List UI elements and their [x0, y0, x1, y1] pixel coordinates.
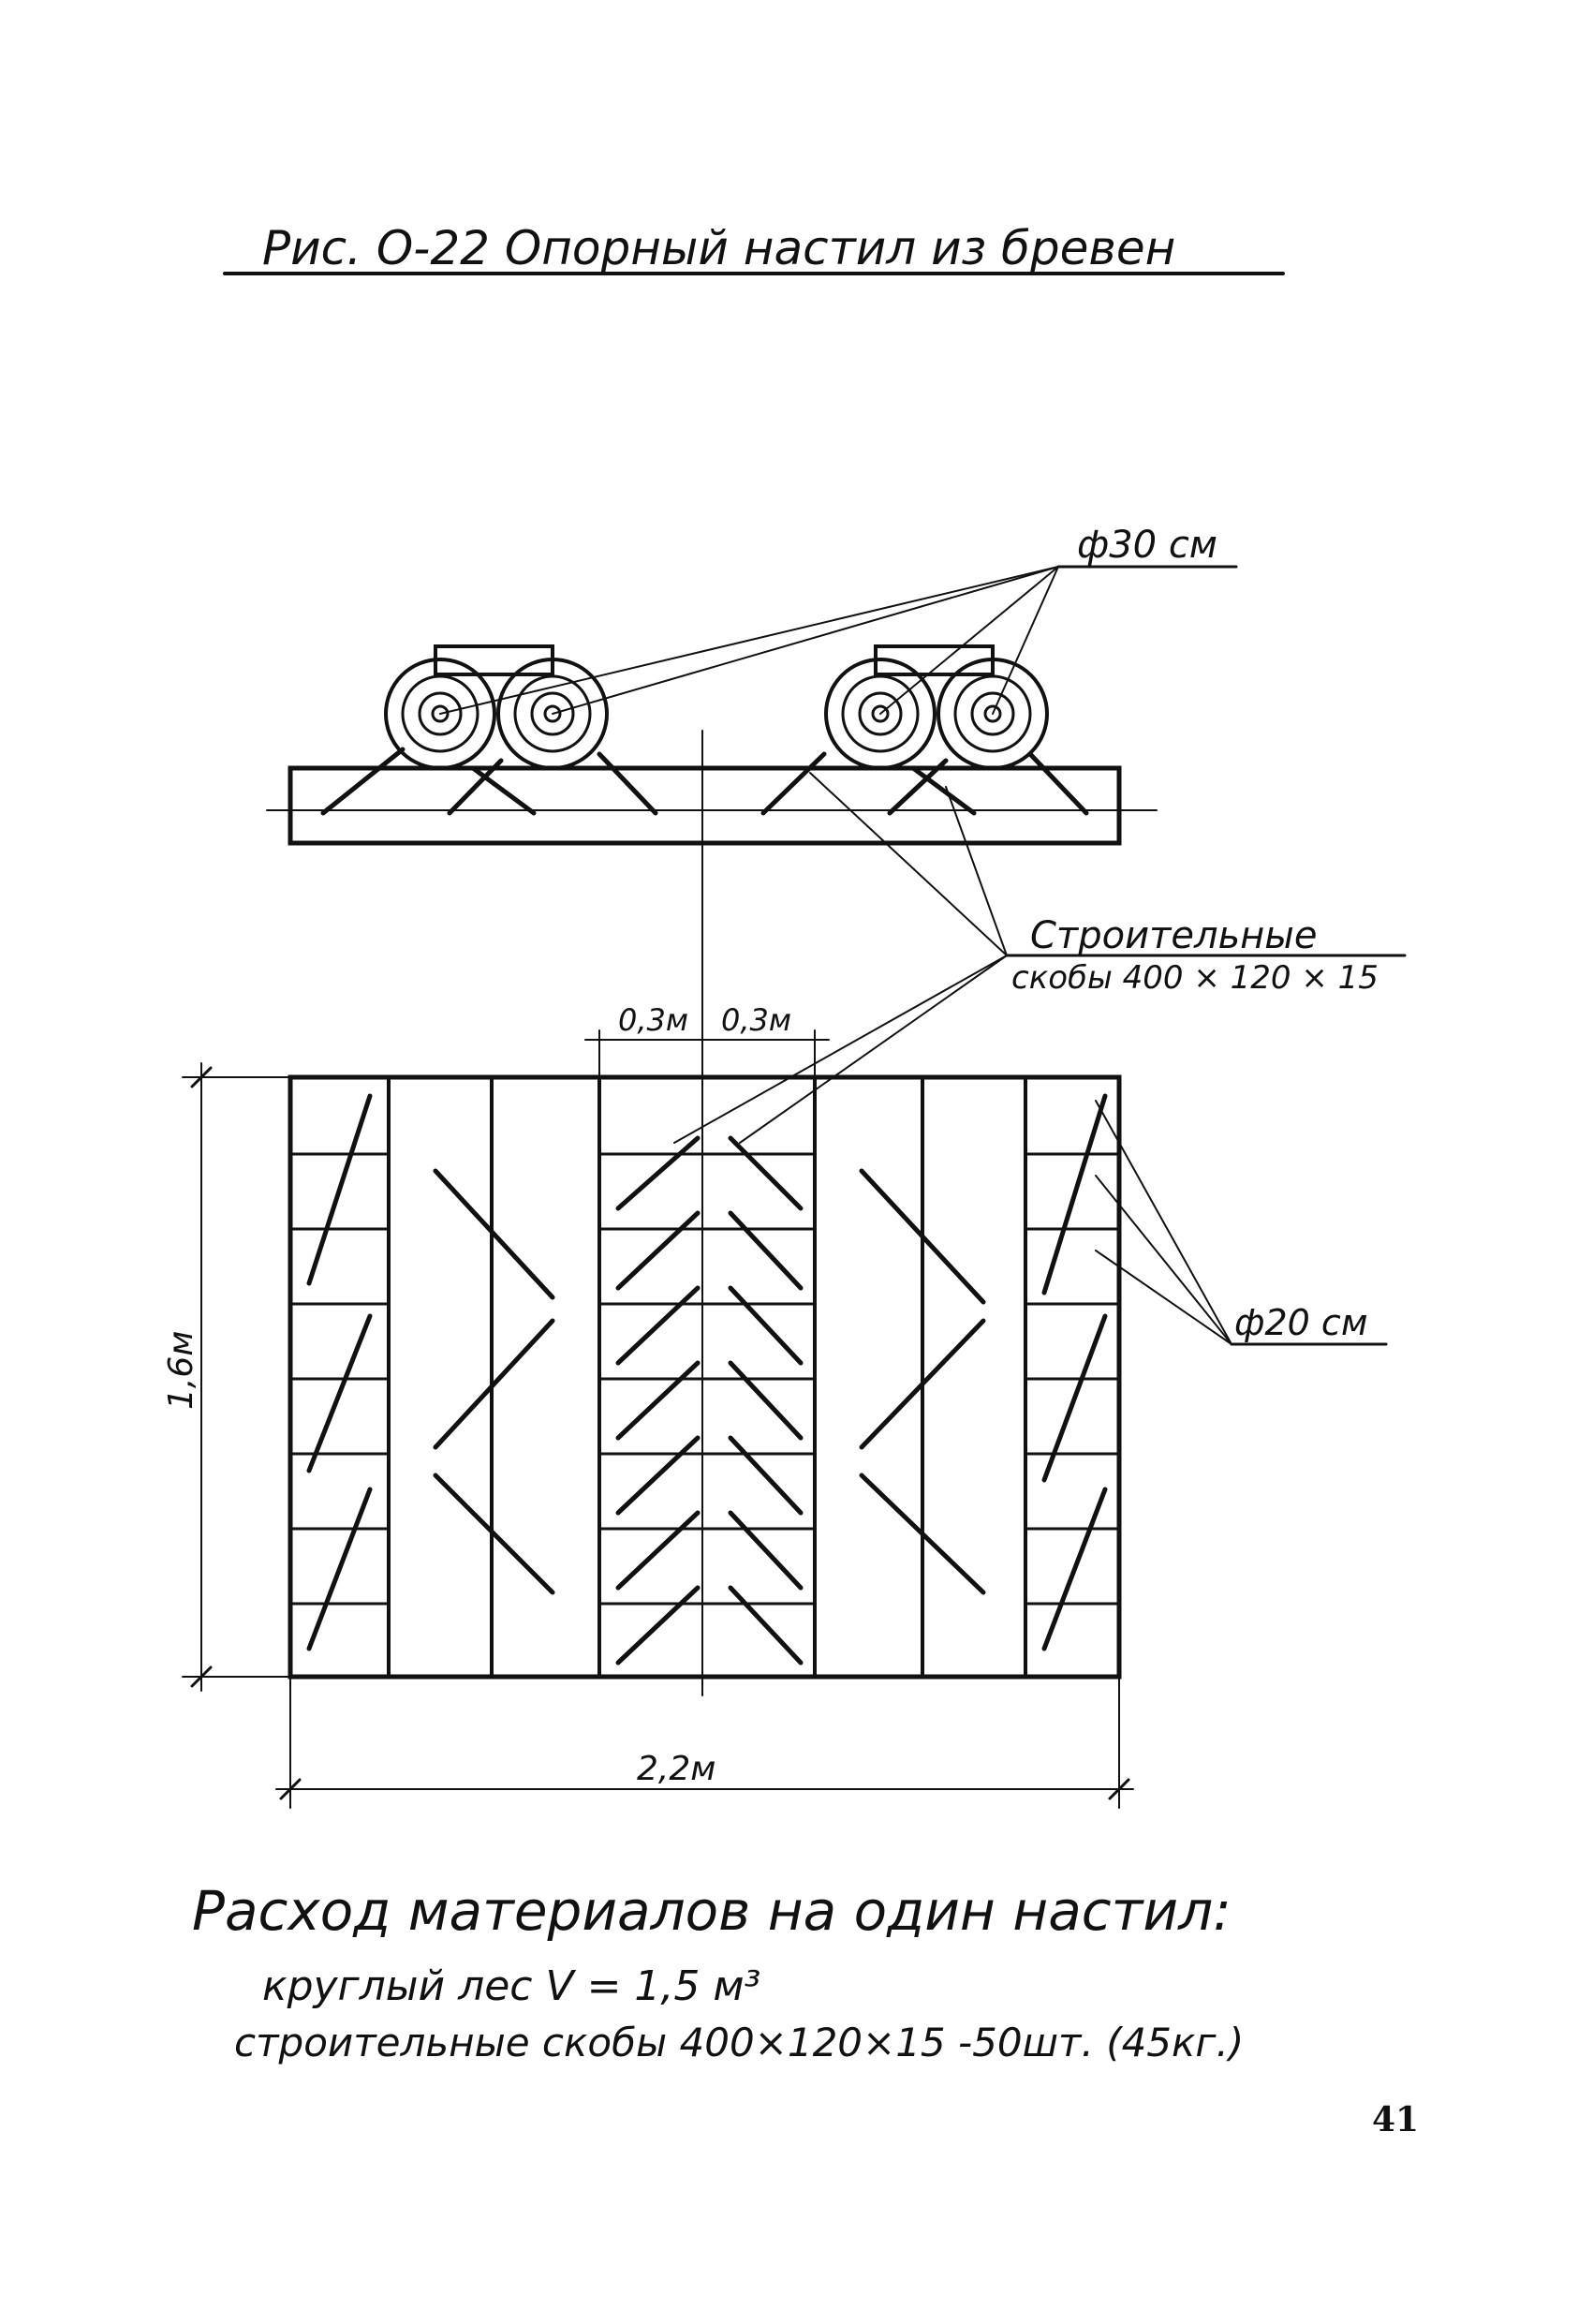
log-pair-right — [824, 644, 1049, 770]
dim-spacing — [584, 1025, 830, 1078]
dim-height — [182, 1062, 291, 1692]
plan-view: ф20 см — [288, 1074, 1388, 1680]
label-log-diameter-side: ф20 см — [1234, 1302, 1367, 1343]
leader-log-diameter-top — [439, 565, 1238, 715]
staples-elevation — [320, 747, 1089, 816]
materials-line-2: строительные скобы 400×120×15 -50шт. (45… — [234, 2020, 1244, 2065]
log-1 — [384, 658, 496, 770]
materials-line-1: круглый лес V = 1,5 м³ — [262, 1962, 760, 2010]
cross-logs — [288, 1152, 1121, 1606]
log-pair-left — [384, 644, 609, 770]
label-dim-left-spacing: 0,3м — [618, 1002, 688, 1038]
label-staples-line2: скобы 400 × 120 × 15 — [1011, 959, 1379, 997]
leader-staples — [673, 772, 1407, 1144]
label-dim-width: 2,2м — [637, 1750, 715, 1788]
materials-heading: Расход материалов на один настил: — [192, 1879, 1232, 1943]
leader-log-diameter-side — [1095, 1100, 1388, 1346]
figure-title: Рис. О-22 Опорный настил из бревен — [262, 221, 1175, 275]
log-2 — [496, 658, 609, 770]
plan-log-lines — [387, 1075, 1027, 1679]
plan-outline — [288, 1074, 1122, 1680]
side-elevation: ф30 см — [266, 524, 1238, 1696]
staples-plan — [306, 1093, 1108, 1665]
log-4 — [937, 658, 1049, 770]
label-dim-height: 1,6м — [162, 1331, 200, 1410]
label-dim-right-spacing: 0,3м — [721, 1002, 791, 1038]
base-beam — [288, 765, 1122, 846]
log-3 — [824, 658, 937, 770]
label-staples-line1: Строительные — [1030, 914, 1317, 957]
page-number: 41 — [1372, 2100, 1419, 2139]
dim-width — [275, 1676, 1134, 1809]
label-log-diameter-top: ф30 см — [1077, 524, 1217, 567]
